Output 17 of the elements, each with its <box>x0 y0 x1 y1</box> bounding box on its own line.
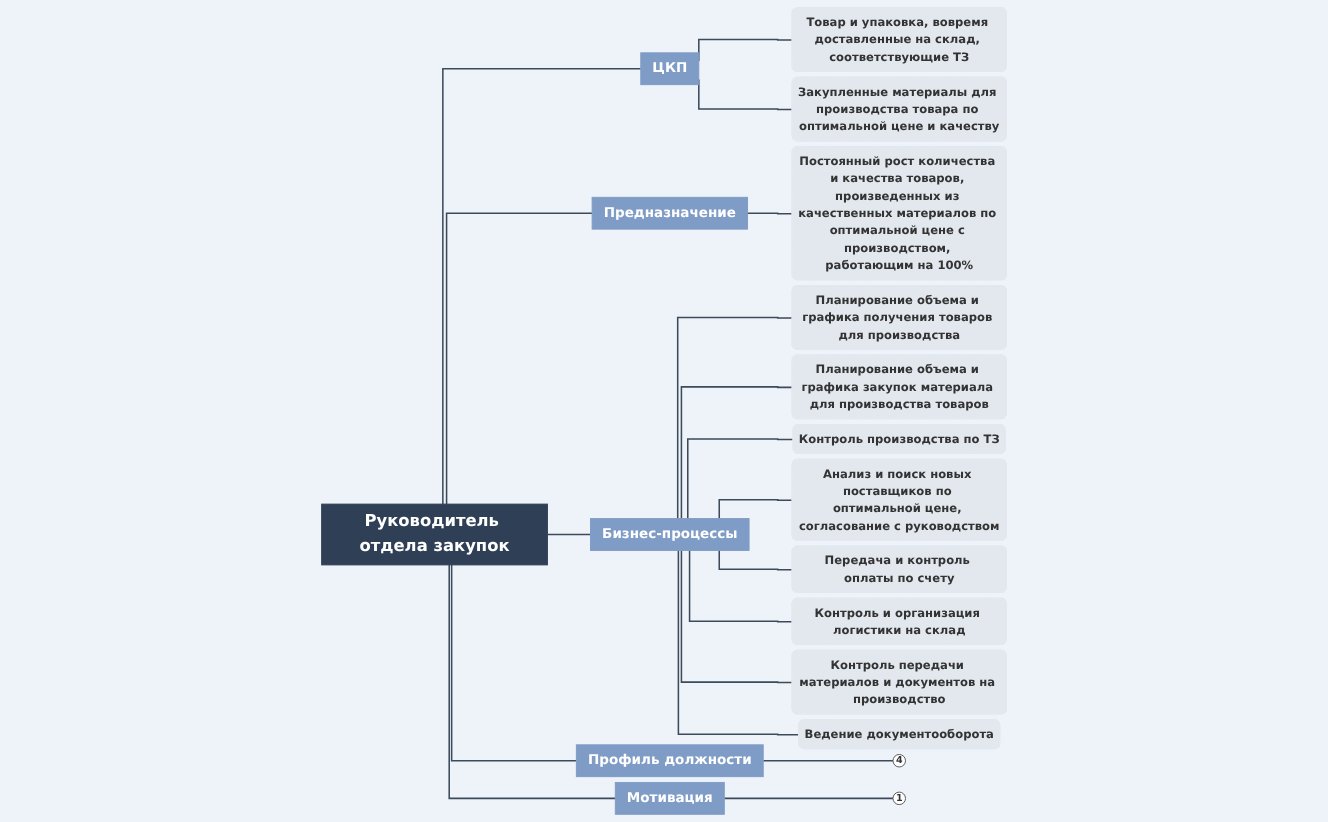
connector <box>762 759 894 762</box>
connector <box>450 564 578 762</box>
connector <box>718 499 794 520</box>
connector <box>688 549 794 623</box>
connector <box>718 549 794 571</box>
connector <box>680 549 794 684</box>
connector <box>546 533 592 536</box>
connector <box>442 67 642 505</box>
connector <box>676 316 794 520</box>
connector <box>746 212 794 215</box>
connector <box>677 549 801 736</box>
node-box: Руководитель отдела закупок <box>321 503 548 566</box>
connector <box>723 797 894 800</box>
connector <box>448 564 617 800</box>
connector <box>445 212 593 505</box>
connector <box>680 386 794 520</box>
connector <box>687 438 795 520</box>
